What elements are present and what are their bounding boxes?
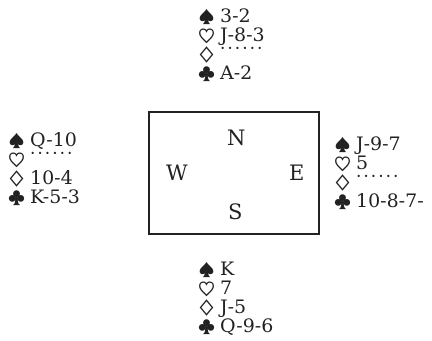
east-hand: J-9-7 5 ······ 10-8-7- (334, 135, 424, 211)
heart-outline-icon (8, 151, 30, 168)
east-hearts-row: 5 (334, 154, 424, 173)
diamond-outline-icon (198, 299, 220, 316)
west-hand: Q-10 ······ 10-4 K-5-3 (8, 131, 80, 207)
seat-label-north: N (227, 126, 246, 150)
seat-label-west: W (166, 161, 188, 185)
west-diamonds: 10-4 (30, 167, 73, 189)
south-hand: K 7 J-5 Q-9-6 (198, 260, 273, 336)
heart-outline-icon (334, 155, 356, 172)
east-diamonds-row: ······ (334, 168, 424, 192)
south-diamonds: J-5 (220, 296, 247, 318)
table-box (148, 111, 320, 235)
north-hand: 3-2 J-8-3 ······ A-2 (198, 7, 265, 83)
south-spades: K (220, 258, 235, 280)
west-hearts: ······ (30, 144, 75, 164)
seat-label-east: E (289, 161, 305, 185)
club-icon (198, 65, 220, 82)
west-clubs: K-5-3 (30, 186, 80, 208)
spade-icon (334, 136, 356, 153)
west-hearts-row: ······ (8, 145, 80, 169)
north-spades-row: 3-2 (198, 7, 265, 26)
north-clubs: A-2 (220, 62, 253, 84)
spade-icon (8, 132, 30, 149)
north-hearts-row: J-8-3 (198, 26, 265, 45)
south-clubs-row: Q-9-6 (198, 317, 273, 336)
club-icon (8, 189, 30, 206)
north-hearts: J-8-3 (220, 24, 265, 46)
seat-label-south: S (228, 200, 243, 224)
east-clubs-row: 10-8-7- (334, 192, 424, 211)
heart-outline-icon (198, 280, 220, 297)
east-hearts: 5 (356, 152, 369, 174)
east-diamonds: ······ (356, 167, 401, 187)
east-spades-row: J-9-7 (334, 135, 424, 154)
north-clubs-row: A-2 (198, 64, 265, 83)
west-clubs-row: K-5-3 (8, 188, 80, 207)
south-hearts: 7 (220, 277, 233, 299)
diamond-outline-icon (8, 170, 30, 187)
south-spades-row: K (198, 260, 273, 279)
south-clubs: Q-9-6 (220, 315, 274, 337)
west-spades: Q-10 (30, 129, 77, 151)
spade-icon (198, 261, 220, 278)
club-icon (334, 193, 356, 210)
west-diamonds-row: 10-4 (8, 169, 80, 188)
club-icon (198, 318, 220, 335)
south-diamonds-row: J-5 (198, 298, 273, 317)
north-diamonds-row: ······ (198, 40, 265, 64)
spade-icon (198, 8, 220, 25)
heart-outline-icon (198, 27, 220, 44)
diamond-outline-icon (198, 46, 220, 63)
south-hearts-row: 7 (198, 279, 273, 298)
west-spades-row: Q-10 (8, 131, 80, 150)
north-spades: 3-2 (220, 5, 251, 27)
east-clubs: 10-8-7- (356, 190, 424, 212)
north-diamonds: ······ (220, 39, 265, 59)
east-spades: J-9-7 (356, 133, 401, 155)
diamond-outline-icon (334, 174, 356, 191)
